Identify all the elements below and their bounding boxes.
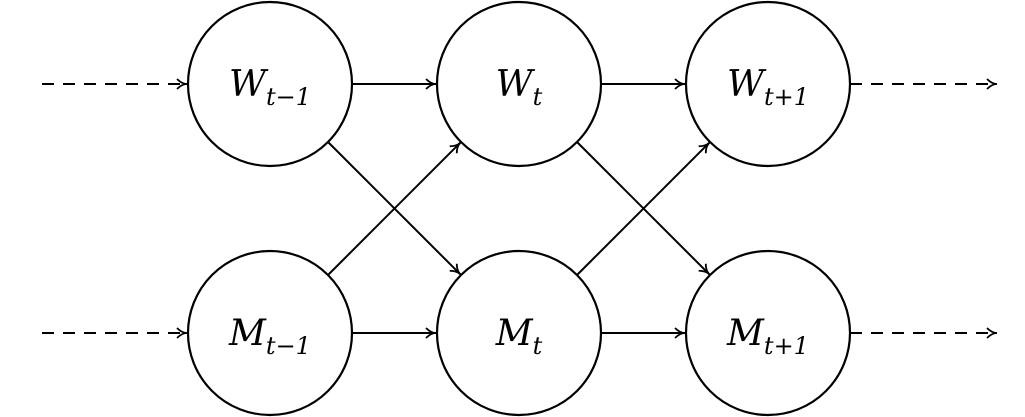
edge-m-curr-to-w-next xyxy=(576,141,711,276)
node-circle xyxy=(684,249,852,417)
node-circle xyxy=(435,249,603,417)
node-label: Mt−1 xyxy=(228,313,311,360)
node-w-next: Wt+1 xyxy=(684,0,852,168)
node-circle xyxy=(684,0,852,168)
node-label-subscript: t xyxy=(533,332,543,360)
node-label-base: M xyxy=(726,313,765,354)
node-label: Mt+1 xyxy=(726,313,809,360)
node-m-curr: Mt xyxy=(435,249,603,417)
node-m-next: Mt+1 xyxy=(684,249,852,417)
edge-m-prev-to-w-curr xyxy=(327,141,462,276)
node-m-prev: Mt−1 xyxy=(186,249,354,417)
node-label-subscript: t−1 xyxy=(266,83,311,111)
node-label: Wt−1 xyxy=(229,64,311,111)
node-w-prev: Wt−1 xyxy=(186,0,354,168)
node-label-base: W xyxy=(727,64,767,105)
node-label-base: M xyxy=(228,313,267,354)
node-label: Mt xyxy=(495,313,543,360)
node-label: Wt xyxy=(496,64,543,111)
node-label-base: M xyxy=(495,313,534,354)
node-label-subscript: t+1 xyxy=(764,83,809,111)
node-label-subscript: t+1 xyxy=(764,332,809,360)
node-circle xyxy=(186,249,354,417)
node-w-curr: Wt xyxy=(435,0,603,168)
node-label-base: W xyxy=(229,64,269,105)
node-label-base: W xyxy=(496,64,536,105)
node-label-subscript: t−1 xyxy=(266,332,311,360)
edges-layer xyxy=(42,78,998,339)
node-label: Wt+1 xyxy=(727,64,809,111)
node-circle xyxy=(186,0,354,168)
node-label-subscript: t xyxy=(533,83,543,111)
node-circle xyxy=(435,0,603,168)
